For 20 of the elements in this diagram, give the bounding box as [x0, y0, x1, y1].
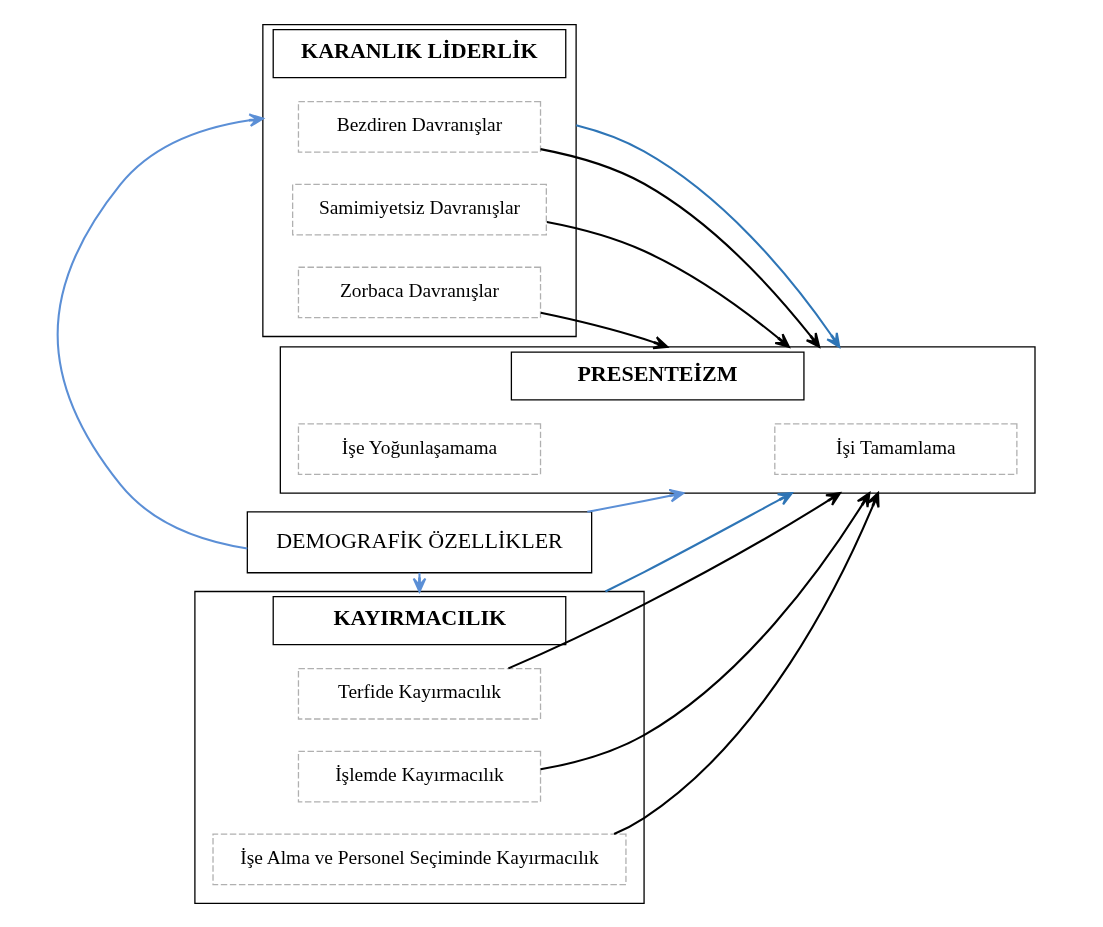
- arrow: [508, 491, 842, 669]
- arrow: [587, 488, 685, 513]
- node-box: İşe Yoğunlaşamama: [297, 422, 542, 475]
- arrow: [540, 311, 669, 349]
- arrow: [546, 220, 790, 348]
- node-box: İşlemde Kayırmacılık: [297, 750, 542, 802]
- node-box: Terfide Kayırmacılık: [297, 667, 542, 720]
- arrow: [613, 491, 880, 835]
- node-box: İşe Alma ve Personel Seçiminde Kayırmacılık: [212, 833, 627, 885]
- node-box: Samimiyetsiz Davranışlar: [292, 183, 547, 236]
- node-box: Zorbaca Davranışlar: [297, 266, 542, 318]
- arrow: [56, 112, 264, 549]
- arrow: [412, 572, 427, 593]
- node-box: DEMOGRAFİK ÖZELLİKLER: [246, 510, 593, 573]
- node-box: Bezdiren Davranışlar: [297, 100, 542, 153]
- node-box: İşi Tamamlama: [774, 422, 1018, 475]
- arrow: [540, 147, 821, 348]
- arrow: [540, 491, 871, 770]
- arrow: [575, 123, 841, 348]
- arrow: [604, 491, 793, 592]
